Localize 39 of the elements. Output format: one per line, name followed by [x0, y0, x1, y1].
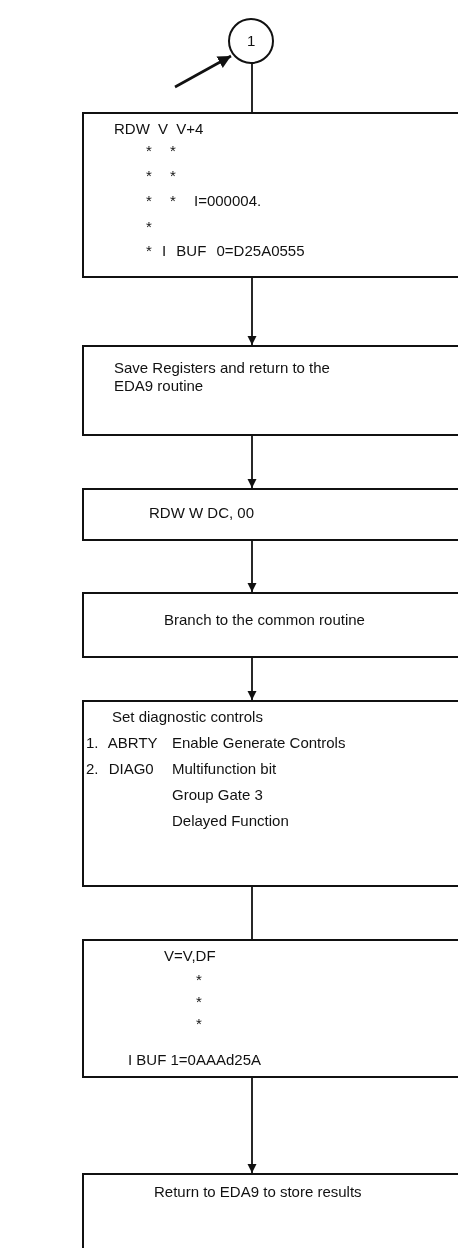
step-text: Return to EDA9 to store results	[154, 1183, 362, 1201]
step-text: *	[146, 218, 152, 236]
process-box	[82, 112, 458, 278]
step-text: Multifunction bit	[172, 760, 277, 778]
step-text: RDW V V+4	[114, 120, 204, 138]
step-text: Enable Generate Controls	[172, 734, 346, 752]
connector-number: 1	[247, 32, 256, 50]
connector-line	[251, 63, 253, 113]
step-text: I BUF 1=0AAAd25A	[128, 1051, 261, 1069]
flow-arrow	[247, 277, 257, 346]
step-text: RDW W DC, 00	[149, 504, 254, 522]
process-box	[82, 939, 458, 1078]
step-text: Delayed Function	[172, 812, 289, 830]
step-text: * * I=000004.	[146, 192, 262, 210]
step-text: Group Gate 3	[172, 786, 263, 804]
step-text: * *	[146, 142, 176, 160]
pointer-arrow	[174, 54, 232, 89]
process-box	[82, 700, 458, 887]
flow-arrow	[247, 435, 257, 489]
flow-arrow	[247, 1077, 257, 1174]
process-box	[82, 592, 458, 658]
flow-arrow	[247, 657, 257, 701]
connector-line	[251, 886, 253, 940]
flow-arrow	[247, 540, 257, 593]
process-box	[82, 1173, 458, 1248]
step-text: Save Registers and return to the EDA9 routine	[114, 359, 331, 395]
connector-circle	[228, 18, 274, 64]
process-box	[82, 488, 458, 541]
step-text: 1. ABRTY	[86, 734, 158, 752]
step-text: V=V,DF	[164, 947, 216, 965]
step-text: Set diagnostic controls	[112, 708, 263, 726]
process-box	[82, 345, 458, 436]
step-text: *	[196, 971, 202, 989]
step-text: * *	[146, 167, 176, 185]
step-text: * I BUF 0=D25A0555	[146, 242, 305, 260]
step-text: Branch to the common routine	[164, 611, 365, 629]
step-text: *	[196, 993, 202, 1011]
step-text: 2. DIAG0	[86, 760, 154, 778]
step-text: *	[196, 1015, 202, 1033]
